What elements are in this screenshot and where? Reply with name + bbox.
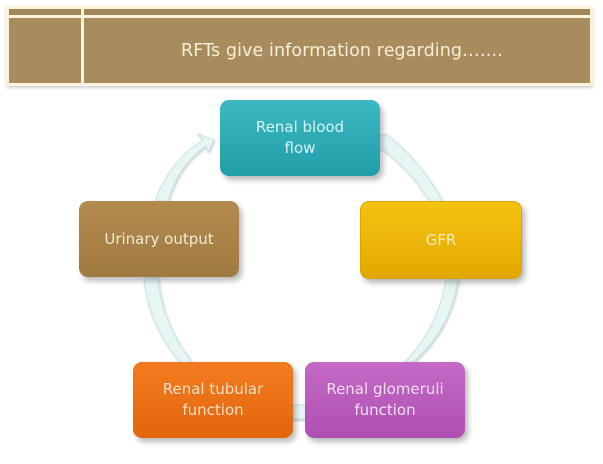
- arrow-gfr-to-glomeruli: [403, 271, 459, 363]
- header-title-block: RFTs give information regarding…….: [84, 18, 590, 83]
- node-renal-tubular-function: Renal tubular function: [133, 362, 293, 438]
- node-label: Renal blood flow: [255, 118, 345, 157]
- node-label: Renal tubular function: [162, 380, 264, 419]
- header-block-left: [9, 18, 81, 83]
- header-strip-right: [84, 9, 590, 15]
- node-label: Renal glomeruli function: [326, 380, 444, 419]
- arrow-tubular-to-urine: [143, 270, 193, 365]
- node-renal-glomeruli-function: Renal glomeruli function: [305, 362, 465, 438]
- node-urinary-output: Urinary output: [79, 201, 239, 277]
- node-label: GFR: [425, 230, 457, 249]
- slide-header: RFTs give information regarding…….: [6, 6, 593, 86]
- header-strip-left: [9, 9, 81, 15]
- node-label: Urinary output: [104, 229, 214, 248]
- arrow-blood-to-gfr: [377, 133, 444, 210]
- node-renal-blood-flow: Renal blood flow: [220, 100, 380, 176]
- arrow-urine-to-blood: [154, 132, 215, 202]
- node-gfr: GFR: [360, 201, 522, 279]
- slide-title: RFTs give information regarding…….: [180, 40, 504, 61]
